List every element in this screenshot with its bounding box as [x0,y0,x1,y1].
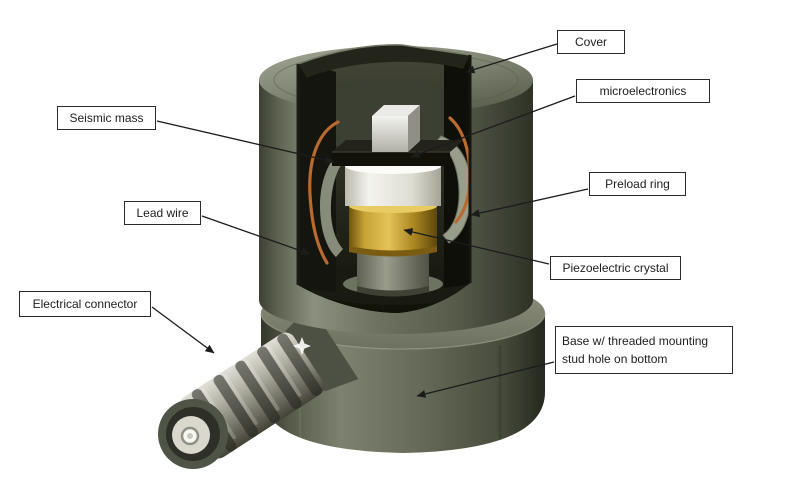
label-base-mounting-text: Base w/ threaded mounting stud hole on b… [562,334,709,366]
label-microelectronics: microelectronics [576,79,710,103]
label-electrical-connector: Electrical connector [19,291,151,317]
label-piezoelectric-crystal-text: Piezoelectric crystal [562,261,669,275]
electrical-connector-part [158,305,359,469]
microelectronics-part [372,105,420,152]
label-preload-ring-text: Preload ring [605,177,670,191]
connector-end-face [158,399,228,469]
label-lead-wire: Lead wire [124,201,201,225]
label-piezoelectric-crystal: Piezoelectric crystal [550,256,681,280]
label-base-mounting: Base w/ threaded mounting stud hole on b… [555,326,733,374]
label-seismic-mass: Seismic mass [57,106,156,130]
label-electrical-connector-text: Electrical connector [32,297,138,311]
label-seismic-mass-text: Seismic mass [69,111,144,125]
label-preload-ring: Preload ring [589,172,686,196]
label-cover-text: Cover [574,35,607,49]
connector-glint [293,337,311,355]
label-microelectronics-text: microelectronics [599,84,687,98]
cutaway-opening [296,44,472,313]
connector-neck [285,305,359,392]
label-cover: Cover [557,30,625,54]
label-lead-wire-text: Lead wire [136,206,189,220]
